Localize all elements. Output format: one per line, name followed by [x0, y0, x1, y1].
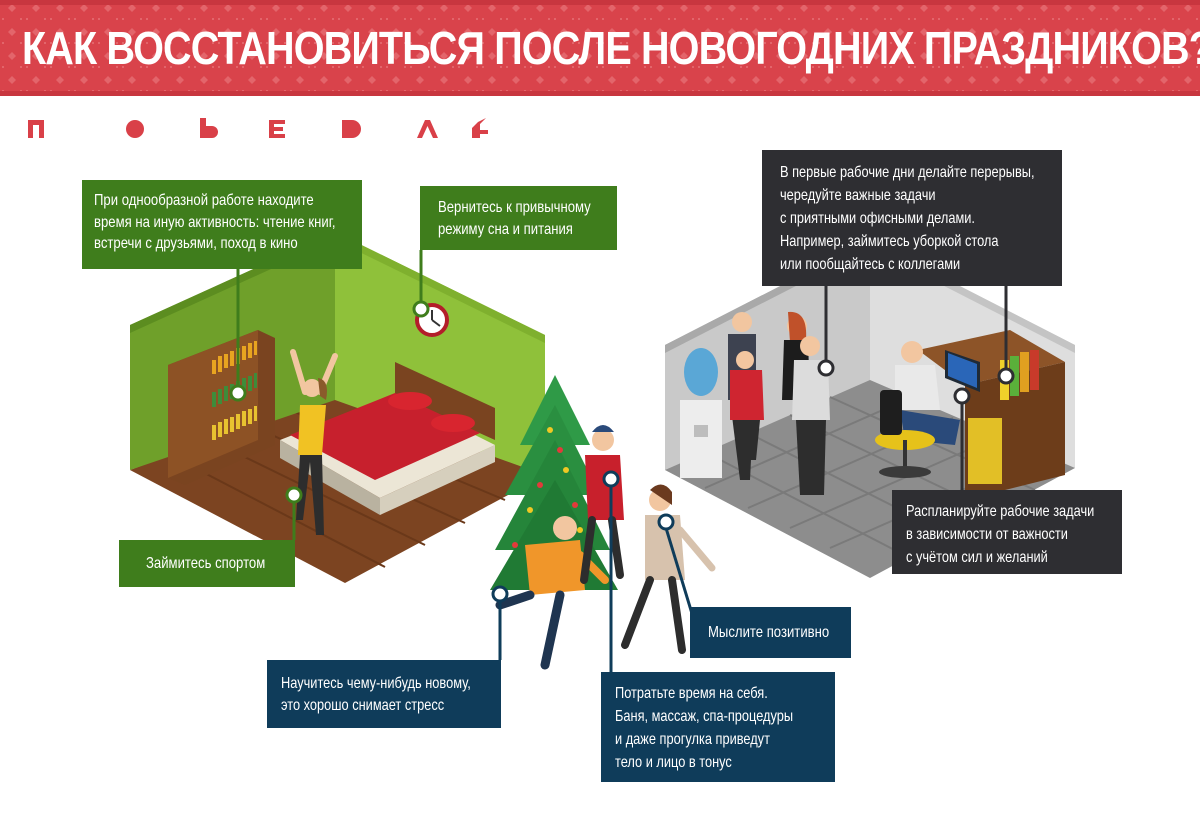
- tip-positive-line-1: Мыслите позитивно: [708, 624, 830, 641]
- tip-breaks-line-3: с приятными офисными делами.: [780, 210, 975, 227]
- tip-planning-line-3: с учётом сил и желаний: [906, 549, 1048, 566]
- tip-self-care-line-1: Потратьте время на себя.: [615, 685, 768, 702]
- pobeda-logo-mark: [28, 118, 488, 138]
- pobeda-logo: [28, 116, 488, 145]
- tip-positive: Мыслите позитивно: [690, 607, 851, 658]
- tip-self-care-line-2: Баня, массаж, спа-процедуры: [615, 708, 794, 725]
- tip-hobby-line-3: встречи с друзьями, поход в кино: [94, 235, 298, 252]
- header-banner: КАК ВОССТАНОВИТЬСЯ ПОСЛЕ НОВОГОДНИХ ПРАЗ…: [0, 0, 1200, 96]
- office-illustration: [665, 240, 1075, 578]
- tip-breaks: В первые рабочие дни делайте перерывы, ч…: [762, 150, 1062, 286]
- tip-sport: Займитесь спортом: [119, 540, 295, 587]
- tip-learn-line-2: это хорошо снимает стресс: [281, 696, 445, 714]
- tip-breaks-line-5: или пообщайтесь с коллегами: [780, 256, 961, 273]
- tip-self-care-line-3: и даже прогулка приведут: [615, 731, 770, 748]
- tip-self-care: Потратьте время на себя. Баня, массаж, с…: [601, 672, 835, 782]
- tip-routine-line-1: Вернитесь к привычному: [438, 199, 591, 216]
- tip-routine-line-2: режиму сна и питания: [438, 220, 573, 238]
- tip-self-care-line-4: тело и лицо в тонус: [615, 754, 732, 771]
- tip-hobby: При однообразной работе находите время н…: [82, 180, 362, 269]
- callout-connectors: [229, 250, 1015, 672]
- tip-planning: Распланируйте рабочие задачи в зависимос…: [892, 490, 1122, 574]
- page-title: КАК ВОССТАНОВИТЬСЯ ПОСЛЕ НОВОГОДНИХ ПРАЗ…: [22, 22, 1200, 74]
- tip-learn: Научитесь чему-нибудь новому, это хорошо…: [267, 660, 501, 728]
- tip-breaks-line-4: Например, займитесь уборкой стола: [780, 233, 999, 250]
- tip-sport-line-1: Займитесь спортом: [146, 555, 266, 572]
- tip-hobby-line-2: время на иную активность: чтение книг,: [94, 213, 336, 231]
- tip-planning-line-1: Распланируйте рабочие задачи: [906, 503, 1095, 520]
- tip-planning-line-2: в зависимости от важности: [906, 526, 1068, 543]
- knitted-pattern-background: [0, 0, 1200, 96]
- tip-breaks-line-1: В первые рабочие дни делайте перерывы,: [780, 164, 1035, 181]
- tip-routine: Вернитесь к привычному режиму сна и пита…: [420, 186, 617, 250]
- bedroom-illustration: [130, 232, 545, 583]
- skaters-illustration: [495, 425, 716, 670]
- tip-hobby-line-1: При однообразной работе находите: [94, 192, 314, 209]
- tip-breaks-line-2: чередуйте важные задачи: [780, 187, 936, 204]
- tip-learn-line-1: Научитесь чему-нибудь новому,: [281, 675, 471, 692]
